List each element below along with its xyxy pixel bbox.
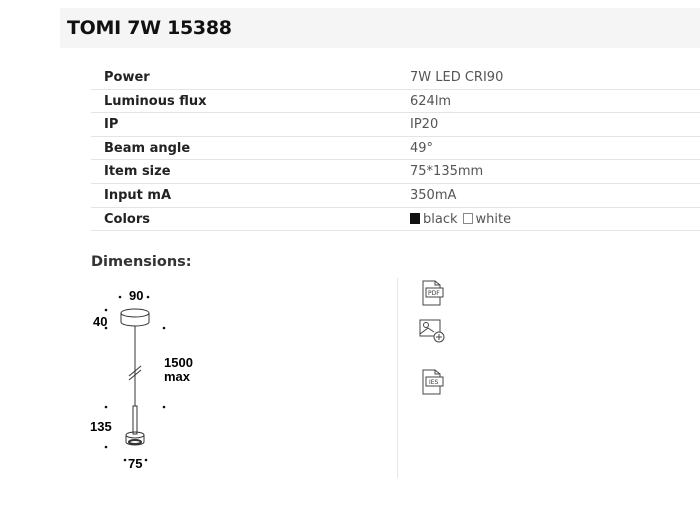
color-white-label: white [475, 211, 512, 227]
color-swatch-black[interactable] [410, 212, 420, 224]
spec-row: IP IP20 [91, 113, 700, 137]
dimension-drawing: 90 40 1500 max 135 75 [90, 288, 193, 471]
product-header: TOMI 7W 15388 [60, 8, 700, 48]
spec-value: black white [410, 212, 511, 227]
spec-label: IP [104, 117, 119, 133]
pdf-download-icon[interactable]: PDF [417, 279, 447, 307]
dim-cable-note: max [164, 369, 191, 384]
image-gallery-icon[interactable] [417, 317, 447, 345]
dim-body-height: 135 [90, 419, 112, 434]
svg-text:IES: IES [429, 379, 439, 386]
divider [397, 278, 398, 478]
spec-value: 75*135mm [410, 164, 484, 180]
color-swatch-white[interactable] [462, 212, 473, 224]
lamp-icon [120, 308, 150, 446]
spec-row: Beam angle 49° [91, 137, 700, 161]
color-black-label: black [423, 211, 458, 227]
spec-label: Input mA [104, 187, 171, 203]
spec-row: Colors black white [91, 208, 700, 232]
dimensions-heading: Dimensions: [91, 254, 192, 270]
spec-label: Power [104, 70, 150, 85]
spec-value: IP20 [410, 117, 439, 133]
spec-value: 7W LED CRI90 [410, 70, 504, 85]
dim-canopy-height: 40 [93, 314, 107, 329]
spec-value: 350mA [410, 187, 457, 203]
spec-label: Item size [104, 164, 171, 180]
spec-label: Luminous flux [104, 93, 207, 109]
spec-value: 49° [410, 140, 434, 156]
spec-row: Luminous flux 624lm [91, 90, 700, 114]
svg-text:PDF: PDF [428, 290, 440, 297]
dim-top-width: 90 [129, 288, 143, 303]
ies-download-icon[interactable]: IES [417, 368, 447, 396]
product-title: TOMI 7W 15388 [67, 17, 232, 39]
spec-row: Input mA 350mA [91, 184, 700, 208]
spec-value: 624lm [410, 93, 452, 109]
dim-cable-length: 1500 [164, 355, 193, 370]
spec-row: Item size 75*135mm [91, 160, 700, 184]
spec-label: Colors [104, 211, 151, 227]
spec-label: Beam angle [104, 140, 191, 156]
dim-body-width: 75 [128, 456, 142, 471]
spec-row: Power 7W LED CRI90 [91, 66, 700, 90]
